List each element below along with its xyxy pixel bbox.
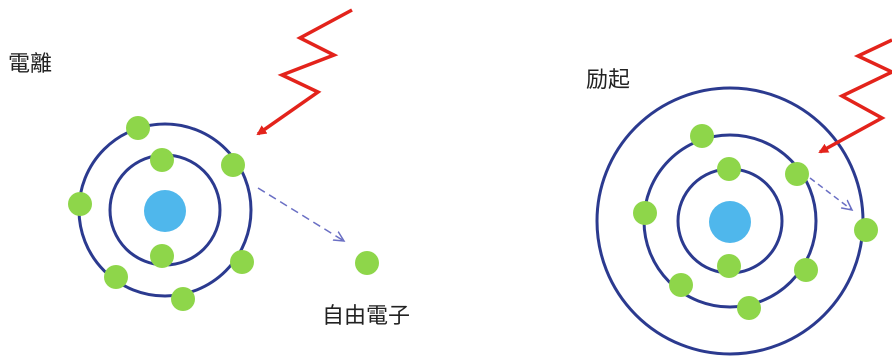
electron (737, 296, 761, 320)
radiation-arrow (818, 38, 892, 154)
electron (669, 273, 693, 297)
electron-trajectory (257, 187, 344, 241)
excited-electron (854, 218, 878, 242)
electron (150, 148, 174, 172)
electron (633, 201, 657, 225)
nucleus (144, 190, 186, 232)
electron (171, 287, 195, 311)
electron (717, 157, 741, 181)
electron (690, 124, 714, 148)
free-electron-label: 自由電子 (322, 304, 411, 329)
electron (68, 192, 92, 216)
electron (221, 153, 245, 177)
electron (126, 116, 150, 140)
electron (150, 244, 174, 268)
electron (230, 250, 254, 274)
radiation-arrow (256, 8, 353, 136)
excitation-label: 励起 (586, 68, 631, 93)
ionization-atom (68, 116, 254, 311)
free-electron (355, 251, 379, 275)
electron-transition (809, 177, 852, 210)
excitation-atom (595, 86, 878, 356)
electron (717, 254, 741, 278)
ionization-label: 電離 (8, 52, 53, 77)
electron (794, 258, 818, 282)
electron (104, 265, 128, 289)
electron (785, 162, 809, 186)
nucleus (709, 201, 751, 243)
